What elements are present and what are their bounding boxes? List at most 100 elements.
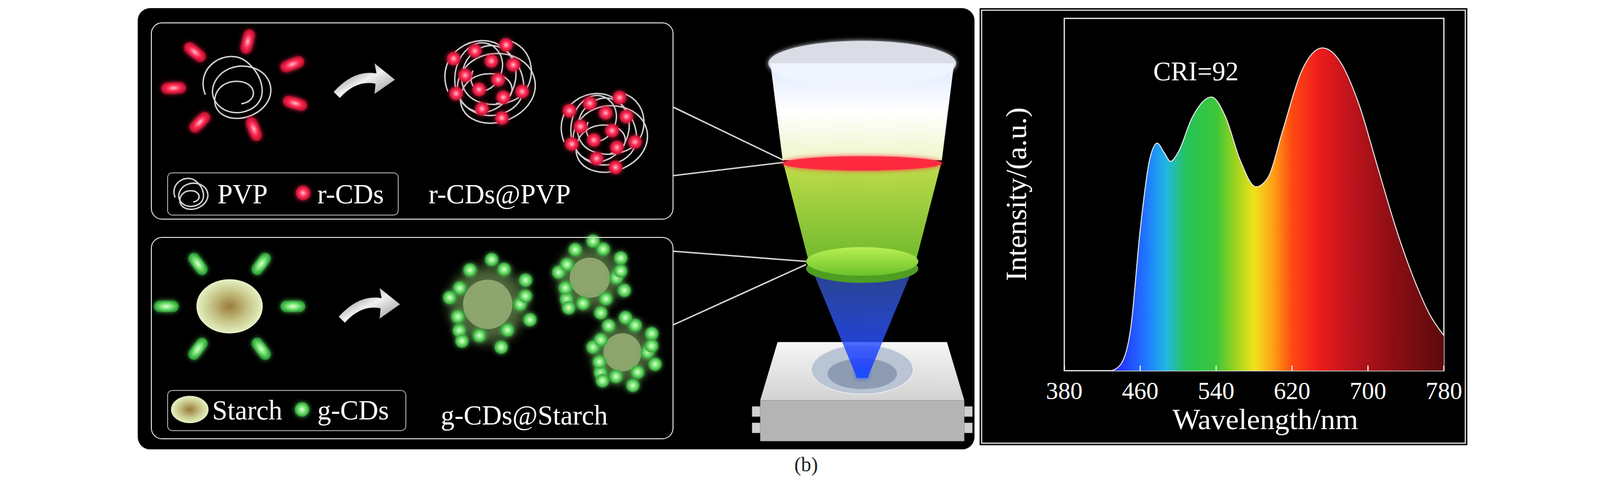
quantum-dot <box>562 300 576 314</box>
pvp-coil <box>203 56 271 119</box>
quantum-dot <box>515 84 529 99</box>
quantum-dot <box>442 290 457 304</box>
quantum-dot <box>609 369 623 383</box>
green-beam <box>783 164 941 260</box>
quantum-dot <box>630 365 645 379</box>
red-layer <box>782 155 942 171</box>
quantum-dot <box>592 355 606 369</box>
spectrum-fill <box>1111 47 1445 371</box>
tick-label: 620 <box>1273 376 1311 405</box>
quantum-dot <box>558 280 572 295</box>
quantum-dot <box>181 40 208 64</box>
axis-title: Intensity/(a.u.) <box>999 107 1034 281</box>
quantum-dot <box>573 119 588 134</box>
package-front <box>760 399 965 441</box>
group-label: r-CDs@PVP <box>428 178 571 210</box>
quantum-dot <box>590 151 604 166</box>
pvp-coil <box>557 76 656 178</box>
quantum-dot <box>161 81 186 94</box>
quantum-dot <box>596 242 610 256</box>
tick-label: 380 <box>1045 376 1083 405</box>
quantum-dot <box>610 140 624 154</box>
tick-label: 460 <box>1122 376 1159 405</box>
quantum-dot <box>500 323 515 337</box>
quantum-dot <box>455 334 469 348</box>
quantum-dot <box>468 44 482 58</box>
quantum-dot <box>601 318 616 333</box>
quantum-dot <box>278 54 306 74</box>
quantum-dot <box>494 340 508 354</box>
tick-mark <box>1215 365 1217 371</box>
tick-mark <box>1139 365 1141 371</box>
quantum-dot <box>491 73 505 87</box>
chart-panel <box>979 8 1468 445</box>
process-arrow <box>333 63 396 99</box>
legend-label: g-CDs <box>317 394 390 426</box>
quantum-dot <box>565 137 579 151</box>
quantum-dot <box>645 326 659 340</box>
quantum-dot <box>185 250 210 277</box>
starch-core <box>463 279 513 329</box>
blue-chip <box>855 369 869 378</box>
quantum-dot <box>497 262 511 276</box>
quantum-dot <box>495 111 509 125</box>
lead <box>752 405 761 416</box>
quantum-dot <box>280 300 305 312</box>
legend-label: r-CDs <box>317 178 384 210</box>
quantum-dot <box>609 160 623 174</box>
figure-caption: (b) <box>794 452 819 476</box>
pointer-line <box>673 250 807 262</box>
legend-box: Starchg-CDs <box>167 389 406 431</box>
legend-icon <box>295 401 310 416</box>
tick-mark <box>1291 365 1293 371</box>
lead <box>752 422 761 433</box>
tick-mark <box>1443 365 1445 371</box>
tick-label: 780 <box>1425 376 1463 405</box>
lead <box>964 405 973 416</box>
starch-granule <box>197 279 263 333</box>
blue-beam <box>811 267 914 376</box>
green-layer <box>806 246 919 276</box>
quantum-dot <box>484 54 498 68</box>
legend-label: PVP <box>217 178 268 210</box>
lead <box>964 422 973 433</box>
quantum-dot <box>451 309 465 324</box>
tick-mark <box>1063 365 1065 371</box>
quantum-dot <box>463 263 477 277</box>
quantum-dot <box>595 373 610 388</box>
quantum-dot <box>249 335 274 362</box>
quantum-dot <box>475 102 489 116</box>
quantum-dot <box>560 257 574 271</box>
quantum-dot <box>568 242 582 256</box>
nanoparticle-sketches <box>153 22 662 423</box>
axis-title: Wavelength/nm <box>1172 402 1359 437</box>
dark-panel <box>137 8 975 450</box>
quantum-dot <box>506 57 520 72</box>
quantum-dot <box>446 51 461 66</box>
quantum-dot <box>499 38 513 52</box>
quantum-dot <box>598 106 613 120</box>
quantum-dot <box>605 123 619 138</box>
quantum-dot <box>594 332 608 346</box>
quantum-dot <box>619 109 633 123</box>
spectrum-line <box>1111 47 1445 371</box>
quantum-dot <box>562 104 576 118</box>
quantum-dot <box>614 264 628 278</box>
quantum-dot <box>453 281 467 295</box>
legend-box: PVP r-CDs <box>167 172 399 215</box>
tick-label: 700 <box>1349 376 1387 405</box>
quantum-dot <box>583 96 597 110</box>
tick-mark <box>1367 365 1369 371</box>
quantum-dot <box>613 90 627 105</box>
pvp-coil <box>440 22 544 129</box>
plot-frame <box>1064 18 1444 371</box>
pointer-line <box>673 107 784 160</box>
quantum-dot <box>628 318 642 332</box>
quantum-dot <box>472 328 487 342</box>
quantum-dot <box>281 94 309 113</box>
annotation: CRI=92 <box>1153 56 1239 87</box>
quantum-dot <box>587 133 601 147</box>
quantum-dot <box>472 82 486 96</box>
quantum-dot <box>249 250 274 277</box>
quantum-dot <box>519 273 533 287</box>
